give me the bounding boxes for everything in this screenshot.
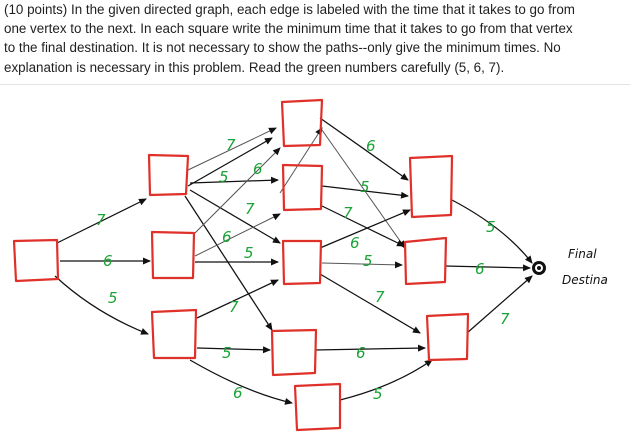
edge-top-lowmid xyxy=(184,195,273,331)
edges xyxy=(54,117,533,405)
weight-rightbottom-dest: 7 xyxy=(500,310,510,328)
weight-center-rightmid-5: 5 xyxy=(363,252,373,270)
edge-second-righttop xyxy=(321,185,409,199)
problem-statement: (10 points) In the given directed graph,… xyxy=(4,0,626,77)
weight-top-center-7: 7 xyxy=(245,200,255,218)
prompt-line-1: (10 points) In the given directed graph,… xyxy=(4,2,575,17)
node-left-bottom[interactable] xyxy=(150,308,198,360)
edge-mid-upper xyxy=(194,147,281,234)
edge-center-rightbottom xyxy=(319,273,421,334)
weight-upper-righttop: 6 xyxy=(366,137,376,155)
node-mid-lowmid[interactable] xyxy=(270,328,318,377)
node-mid-upper[interactable] xyxy=(280,98,324,148)
node-start[interactable] xyxy=(12,238,60,283)
nodes xyxy=(12,98,470,432)
edge-start-bottom xyxy=(54,275,149,335)
node-mid-lowest[interactable] xyxy=(293,382,342,432)
edge-center-rightmid xyxy=(321,261,403,269)
weight-top-second: 5 xyxy=(219,168,229,186)
weight-bottom-lowmid: 5 xyxy=(222,344,232,362)
destination-label-line2: Destina xyxy=(562,273,608,287)
edge-righttop-dest xyxy=(451,199,533,264)
edge-rightbottom-dest xyxy=(466,275,533,334)
edge-top-upper xyxy=(187,127,277,171)
weight-lowest-rightbottom: 5 xyxy=(373,385,383,403)
weight-top-upper: 7 xyxy=(226,136,236,154)
edge-bottom-lowmid xyxy=(196,346,271,354)
edge-upper-rightmid xyxy=(321,129,406,249)
destination: Final Destina xyxy=(532,247,608,287)
weight-start-top: 7 xyxy=(96,211,106,229)
weight-mid-cross-6: 6 xyxy=(222,228,232,246)
edge-bottom-center xyxy=(196,279,279,319)
directed-graph: Final Destina 7 6 5 7 5 6 7 6 5 7 5 6 6 … xyxy=(12,98,608,432)
prompt-line-4: explanation is necessary in this problem… xyxy=(4,59,505,75)
node-right-bottom[interactable] xyxy=(425,312,470,362)
weight-bottom-lower: 7 xyxy=(229,298,239,316)
prompt-line-3: to the final destination. It is not nece… xyxy=(4,40,561,56)
edge-mid-second xyxy=(194,213,281,257)
node-mid-second[interactable] xyxy=(281,163,324,212)
edge-lowmid-rightbottom xyxy=(314,344,426,352)
separator-line xyxy=(0,84,630,85)
node-right-mid[interactable] xyxy=(403,236,448,286)
edge-rightmid-dest xyxy=(444,264,531,272)
weight-start-bottom: 5 xyxy=(108,289,118,307)
weight-start-mid: 6 xyxy=(103,252,113,270)
node-mid-center[interactable] xyxy=(281,239,323,286)
node-left-mid[interactable] xyxy=(150,230,196,280)
edge-upper-righttop xyxy=(319,117,409,181)
edge-bottom-lowest xyxy=(189,359,293,405)
weight-righttop-dest: 5 xyxy=(486,218,496,236)
edge-center-upper xyxy=(279,127,323,194)
weight-rightmid-dest: 6 xyxy=(475,260,485,278)
weight-second-righttop: 5 xyxy=(360,178,370,196)
edge-start-top xyxy=(56,198,147,244)
weight-labels: 7 6 5 7 5 6 7 6 5 7 5 6 6 5 7 6 5 7 6 5 … xyxy=(96,136,510,403)
weight-bottom-lowest: 6 xyxy=(233,384,243,402)
edge-top-center xyxy=(189,189,281,244)
node-left-top[interactable] xyxy=(147,153,190,197)
weight-center-rightbottom: 7 xyxy=(375,288,385,306)
weight-lowmid-rightbottom: 6 xyxy=(356,344,366,362)
destination-core xyxy=(537,266,541,270)
weight-center-rightmid-6: 6 xyxy=(350,234,360,252)
destination-label-line1: Final xyxy=(568,247,597,261)
edge-center-righttop xyxy=(319,209,411,249)
prompt-line-2: one vertex to the next. In each square w… xyxy=(4,21,573,37)
weight-mid-center: 5 xyxy=(244,244,254,262)
weight-top-cross-6: 6 xyxy=(253,160,263,178)
edge-second-rightmid xyxy=(321,205,405,247)
edge-top-second xyxy=(189,176,279,184)
node-right-top[interactable] xyxy=(408,154,454,219)
weight-second-rightmid: 7 xyxy=(343,204,353,222)
edge-lowest-rightbottom xyxy=(339,359,433,401)
edge-top-lowest xyxy=(187,137,273,187)
